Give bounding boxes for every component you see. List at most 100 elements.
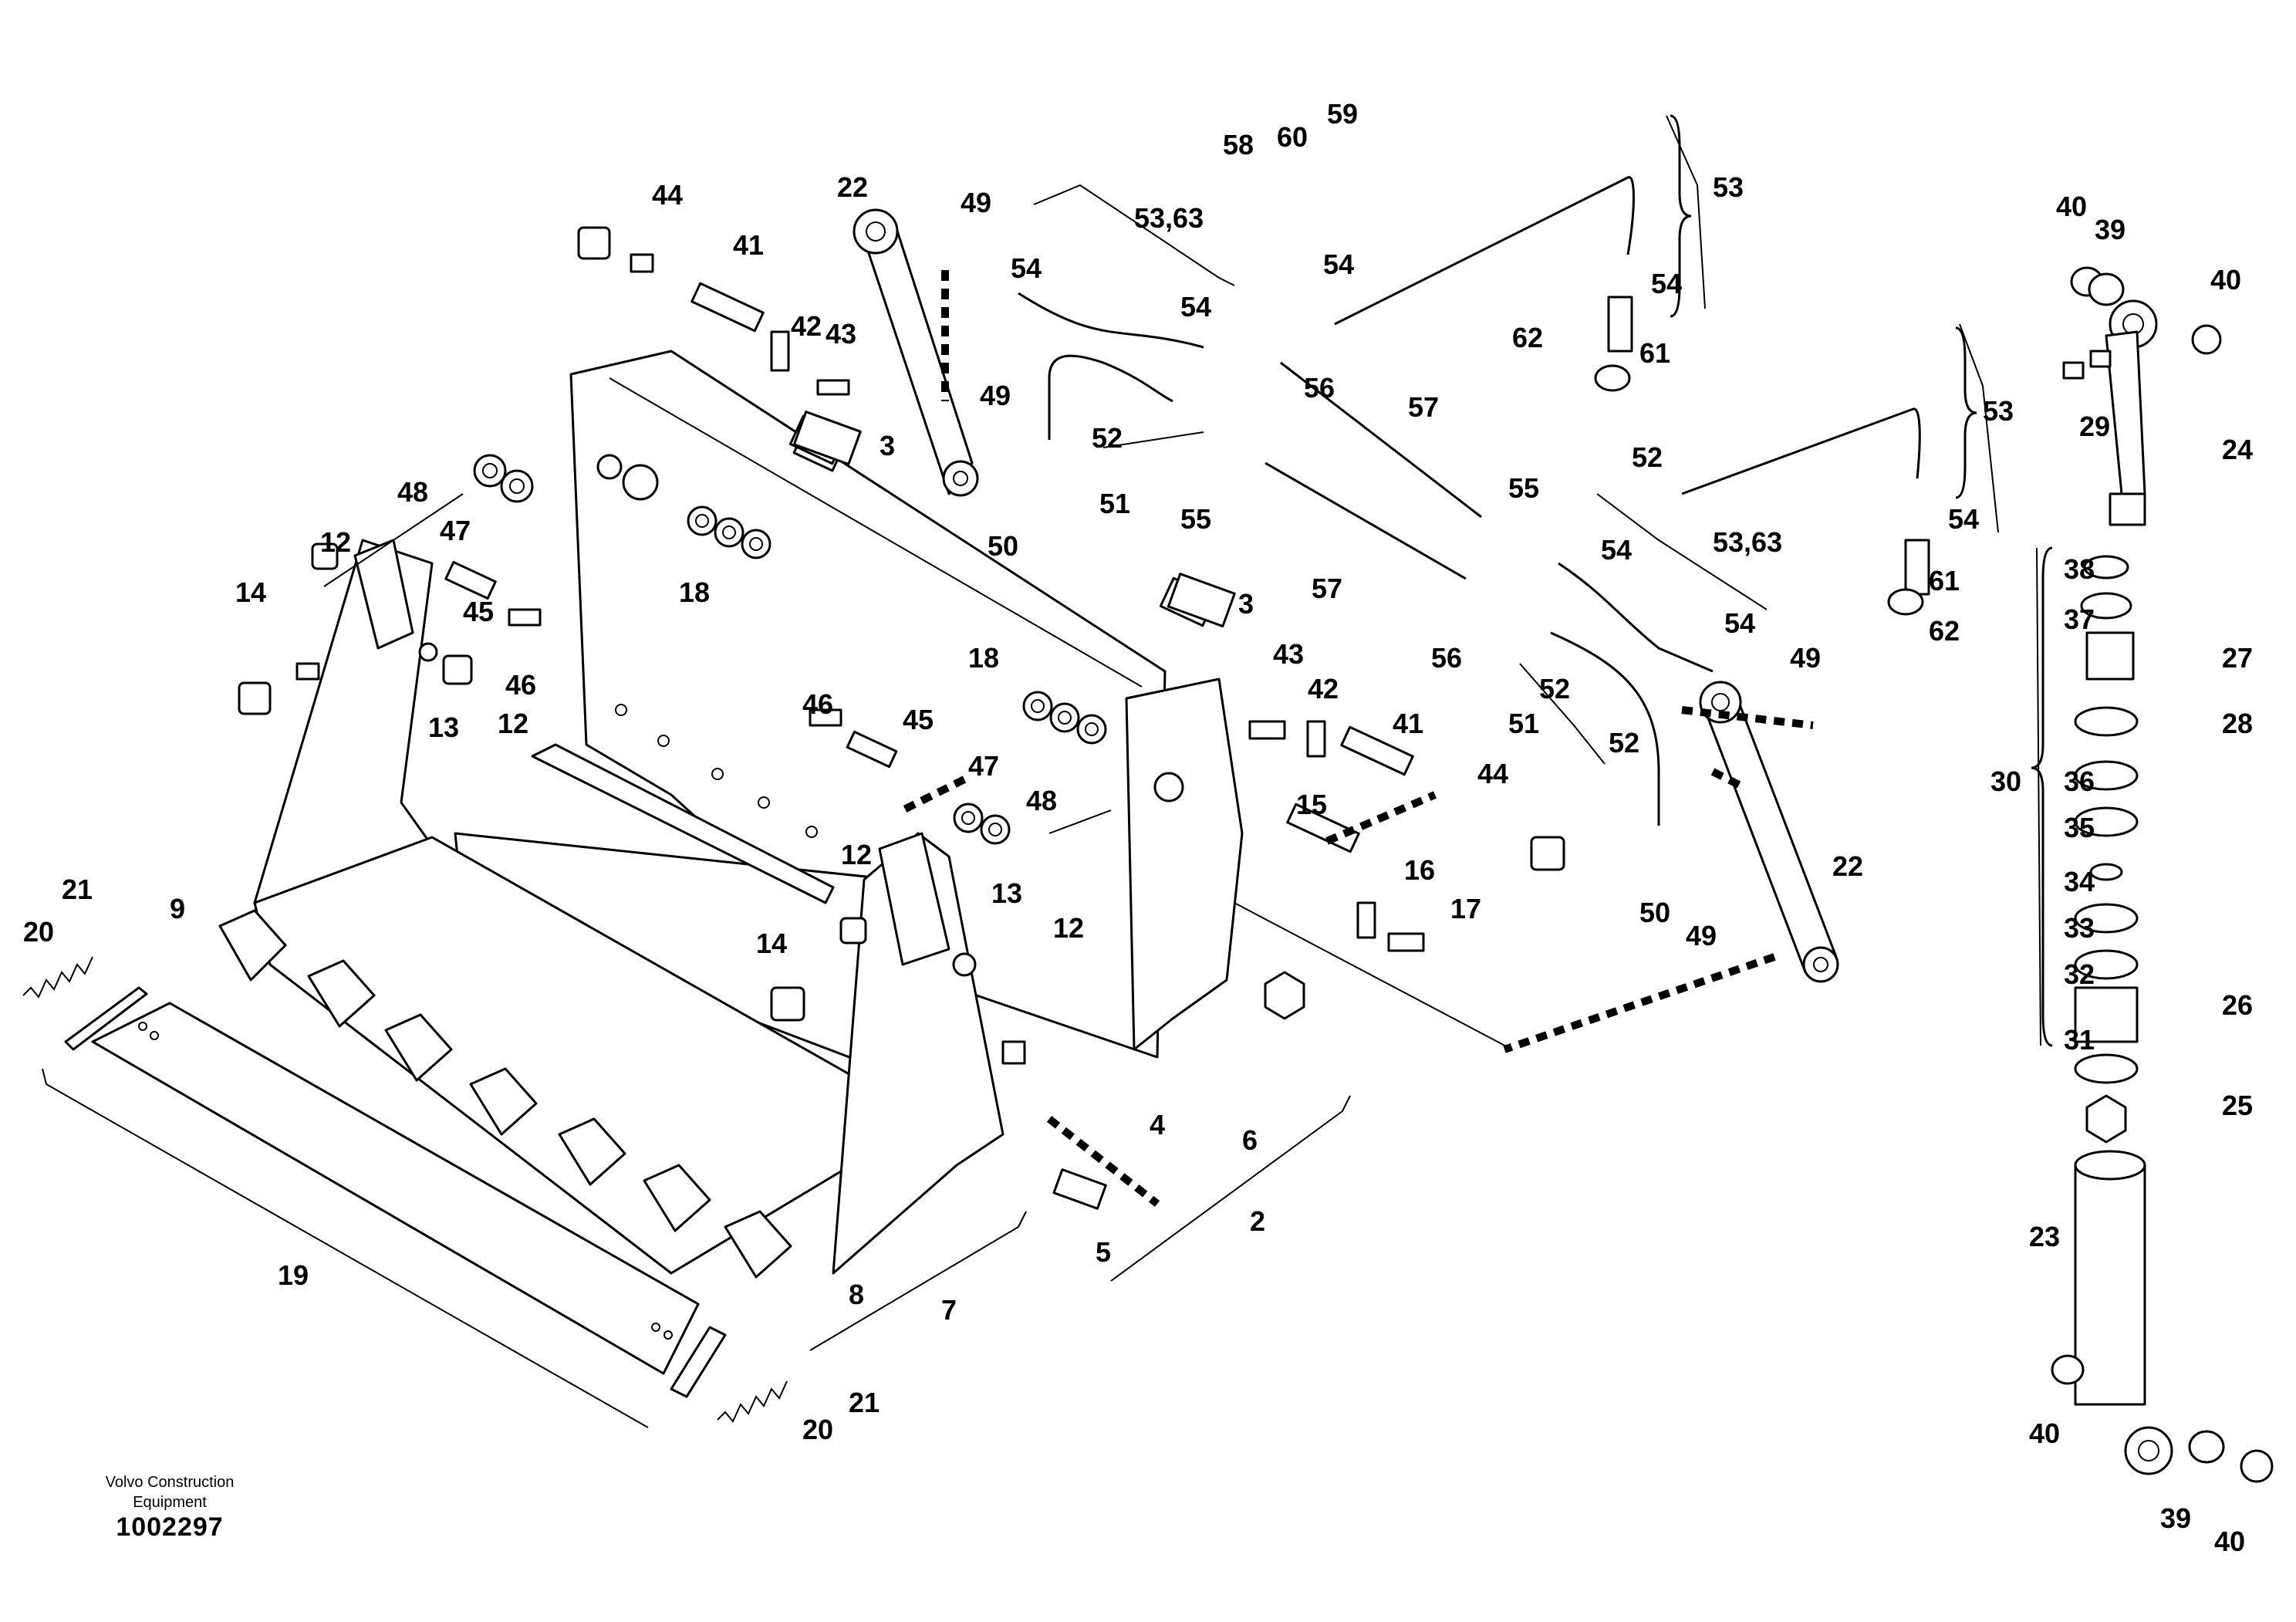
callout: 50 (1639, 897, 1670, 928)
callout: 17 (1450, 893, 1481, 924)
callout: 6 (1242, 1124, 1258, 1156)
callout: 23 (2029, 1221, 2060, 1252)
callout: 52 (1539, 673, 1570, 705)
callout: 43 (826, 318, 856, 350)
callout: 54 (1180, 291, 1211, 323)
callout: 3 (1238, 588, 1254, 620)
callout: 54 (1011, 252, 1042, 284)
callout-numbers: 2 3 3 4 5 6 7 8 9 12 12 12 12 13 13 14 1… (23, 98, 2253, 1557)
dashed-centerlines (900, 270, 1814, 1207)
callout: 37 (2064, 603, 2095, 635)
callout: 26 (2222, 989, 2253, 1021)
callout: 36 (2064, 765, 2095, 797)
callout: 13 (428, 711, 459, 743)
callout: 56 (1304, 372, 1335, 404)
wear-strip (531, 743, 835, 904)
callout: 20 (802, 1414, 833, 1445)
callout: 38 (2064, 553, 2095, 585)
hoses (1018, 176, 1921, 826)
callout: 61 (1929, 565, 1960, 596)
callout: 20 (23, 916, 54, 948)
callout: 40 (2214, 1526, 2245, 1557)
callout: 61 (1639, 337, 1670, 369)
callout: 42 (1308, 673, 1339, 705)
callout: 41 (733, 229, 764, 261)
callout: 12 (1053, 912, 1084, 944)
callout: 49 (961, 187, 991, 218)
callout: 7 (941, 1294, 957, 1326)
callout: 52 (1092, 422, 1123, 454)
callout: 49 (1790, 642, 1821, 674)
callout: 51 (1099, 488, 1130, 519)
quick-couplers (1594, 296, 1930, 616)
callout: 29 (2079, 411, 2110, 442)
company-line-2: Equipment (133, 1494, 207, 1511)
callout: 55 (1508, 472, 1539, 504)
drawing-number: 1002297 (116, 1512, 224, 1542)
callout: 40 (2029, 1418, 2060, 1449)
callout: 50 (988, 530, 1018, 562)
spring-20-right (717, 1380, 788, 1423)
callout: 53,63 (1134, 202, 1204, 234)
company-name: Volvo Construction Equipment (54, 1472, 285, 1512)
callout: 14 (235, 576, 266, 608)
callout: 39 (2160, 1502, 2191, 1534)
callout: 8 (849, 1279, 864, 1310)
callout: 48 (1026, 785, 1057, 816)
callout: 40 (2210, 264, 2241, 296)
callout: 9 (170, 893, 185, 924)
callout: 53 (1713, 171, 1744, 203)
callout: 44 (1477, 758, 1508, 789)
callout: 30 (1990, 765, 2021, 797)
callout: 18 (679, 576, 710, 608)
callout: 54 (1948, 503, 1979, 535)
edge-clip-left (64, 986, 148, 1051)
callout: 31 (2064, 1024, 2095, 1056)
callout: 28 (2222, 708, 2253, 739)
callout: 55 (1180, 503, 1211, 535)
callout: 47 (968, 750, 999, 782)
callout: 58 (1223, 129, 1254, 161)
callout: 27 (2222, 642, 2253, 674)
callout: 53,63 (1713, 526, 1782, 558)
callout: 54 (1601, 534, 1632, 566)
leader-lines (42, 115, 2041, 1428)
cylinder-exploded (2051, 266, 2274, 1483)
callout: 60 (1277, 121, 1308, 153)
callout: 54 (1724, 607, 1755, 639)
callout: 22 (1832, 850, 1863, 882)
callout: 14 (756, 928, 787, 959)
callout: 45 (903, 704, 934, 735)
callout: 51 (1508, 708, 1539, 739)
callout: 22 (837, 171, 868, 203)
callout: 47 (440, 515, 471, 546)
callout: 39 (2095, 214, 2125, 245)
bucket-teeth (218, 909, 792, 1279)
callout: 48 (397, 476, 428, 508)
callout: 13 (991, 877, 1022, 909)
hardware-left (238, 226, 850, 715)
callout: 57 (1408, 391, 1439, 423)
callout: 16 (1404, 854, 1435, 886)
callout: 46 (505, 669, 536, 701)
callout: 54 (1323, 248, 1354, 280)
callout: 25 (2222, 1090, 2253, 1121)
callout: 62 (1512, 322, 1543, 353)
cutting-edge (91, 1002, 700, 1375)
callout: 33 (2064, 912, 2095, 944)
callout: 57 (1312, 573, 1342, 604)
callout: 19 (278, 1259, 309, 1291)
callout: 40 (2056, 191, 2087, 222)
callout: 49 (980, 380, 1011, 411)
callout: 54 (1651, 268, 1682, 299)
callout: 21 (62, 874, 93, 905)
callout: 12 (320, 526, 351, 558)
callout: 3 (880, 430, 895, 461)
callout: 5 (1096, 1236, 1111, 1268)
callout: 43 (1273, 638, 1304, 670)
cylinder-22-lower (1699, 681, 1839, 983)
callout: 12 (841, 839, 872, 870)
callout: 52 (1609, 727, 1639, 759)
callout: 46 (802, 688, 833, 720)
